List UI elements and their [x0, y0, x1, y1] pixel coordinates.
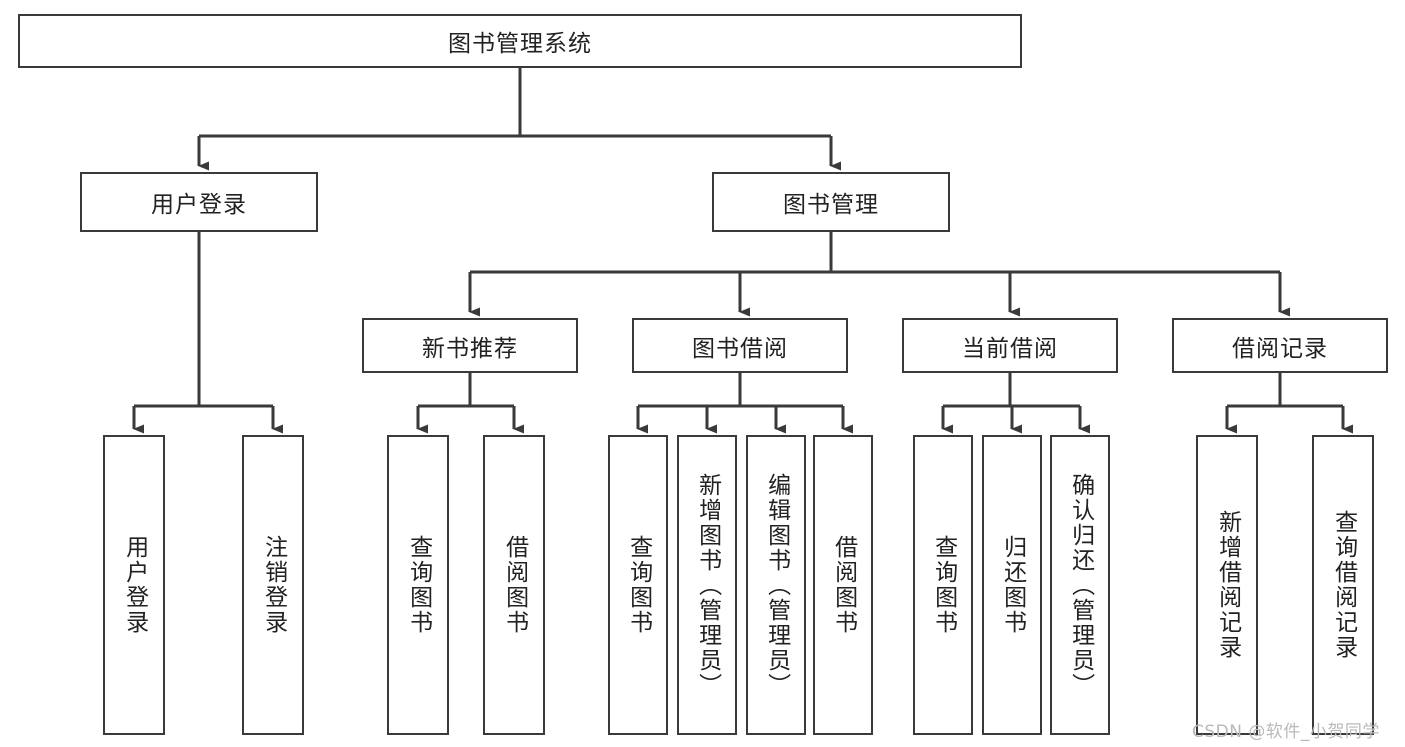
leaf-label: 编辑图书（管理员）	[763, 472, 790, 698]
leaf-borrow-book-newbook[interactable]: 借阅图书	[483, 435, 545, 735]
leaf-edit-book-admin[interactable]: 编辑图书（管理员）	[746, 435, 806, 735]
leaf-label: 借阅图书	[501, 535, 528, 635]
leaf-label: 归还图书	[999, 535, 1026, 635]
node-user-login[interactable]: 用户登录	[80, 172, 318, 232]
node-borrow-record[interactable]: 借阅记录	[1172, 318, 1388, 373]
leaf-label: 新增图书（管理员）	[694, 472, 721, 698]
node-current-borrow[interactable]: 当前借阅	[902, 318, 1118, 373]
leaf-query-book-borrow[interactable]: 查询图书	[608, 435, 668, 735]
node-book-management[interactable]: 图书管理	[712, 172, 950, 232]
node-root[interactable]: 图书管理系统	[18, 14, 1022, 68]
leaf-label: 查询图书	[930, 535, 957, 635]
node-new-book-recommend[interactable]: 新书推荐	[362, 318, 578, 373]
leaf-label: 查询借阅记录	[1330, 510, 1357, 660]
leaf-query-book-newbook[interactable]: 查询图书	[387, 435, 449, 735]
leaf-borrow-book[interactable]: 借阅图书	[813, 435, 873, 735]
leaf-label: 查询图书	[625, 535, 652, 635]
leaf-label: 用户登录	[121, 535, 148, 635]
leaf-query-borrow-record[interactable]: 查询借阅记录	[1312, 435, 1374, 735]
leaf-label: 查询图书	[405, 535, 432, 635]
leaf-label: 新增借阅记录	[1214, 510, 1241, 660]
leaf-label: 注销登录	[260, 535, 287, 635]
leaf-user-login[interactable]: 用户登录	[103, 435, 165, 735]
leaf-label: 借阅图书	[830, 535, 857, 635]
leaf-query-book-current[interactable]: 查询图书	[913, 435, 973, 735]
leaf-confirm-return-admin[interactable]: 确认归还（管理员）	[1050, 435, 1110, 735]
csdn-watermark: CSDN @软件_小贺同学	[1192, 722, 1380, 742]
leaf-add-book-admin[interactable]: 新增图书（管理员）	[677, 435, 737, 735]
leaf-return-book[interactable]: 归还图书	[982, 435, 1042, 735]
node-book-borrow[interactable]: 图书借阅	[632, 318, 848, 373]
leaf-add-borrow-record[interactable]: 新增借阅记录	[1196, 435, 1258, 735]
leaf-logout[interactable]: 注销登录	[242, 435, 304, 735]
leaf-label: 确认归还（管理员）	[1067, 472, 1094, 698]
